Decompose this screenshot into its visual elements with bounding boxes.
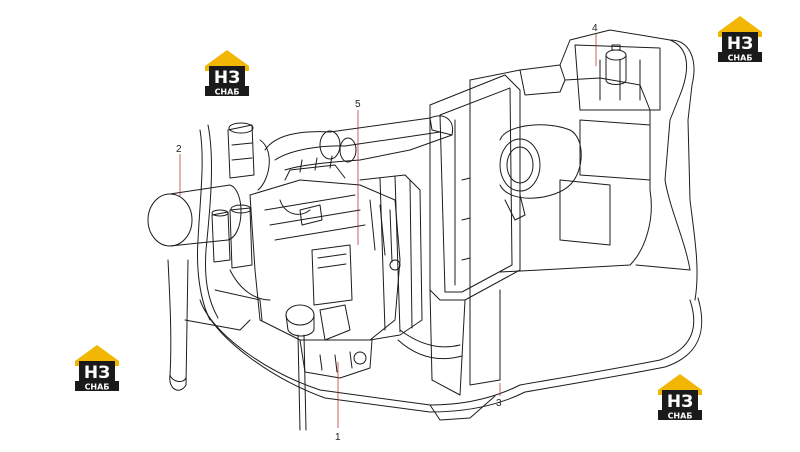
callout-2: 2 <box>176 144 182 155</box>
callout-3: 3 <box>496 398 502 409</box>
callout-numbers: 1 2 3 4 5 <box>176 23 598 443</box>
engine-line-art <box>147 29 703 431</box>
callout-leaders <box>179 34 597 428</box>
watermark-logo-bottom-left <box>75 345 119 392</box>
watermark-logo-bottom-right <box>658 374 702 421</box>
callout-1: 1 <box>335 432 341 443</box>
watermark-logo-top-right <box>718 16 762 63</box>
watermark-logo-top-left <box>205 50 249 97</box>
callout-4: 4 <box>592 23 598 34</box>
callout-5: 5 <box>355 99 361 110</box>
